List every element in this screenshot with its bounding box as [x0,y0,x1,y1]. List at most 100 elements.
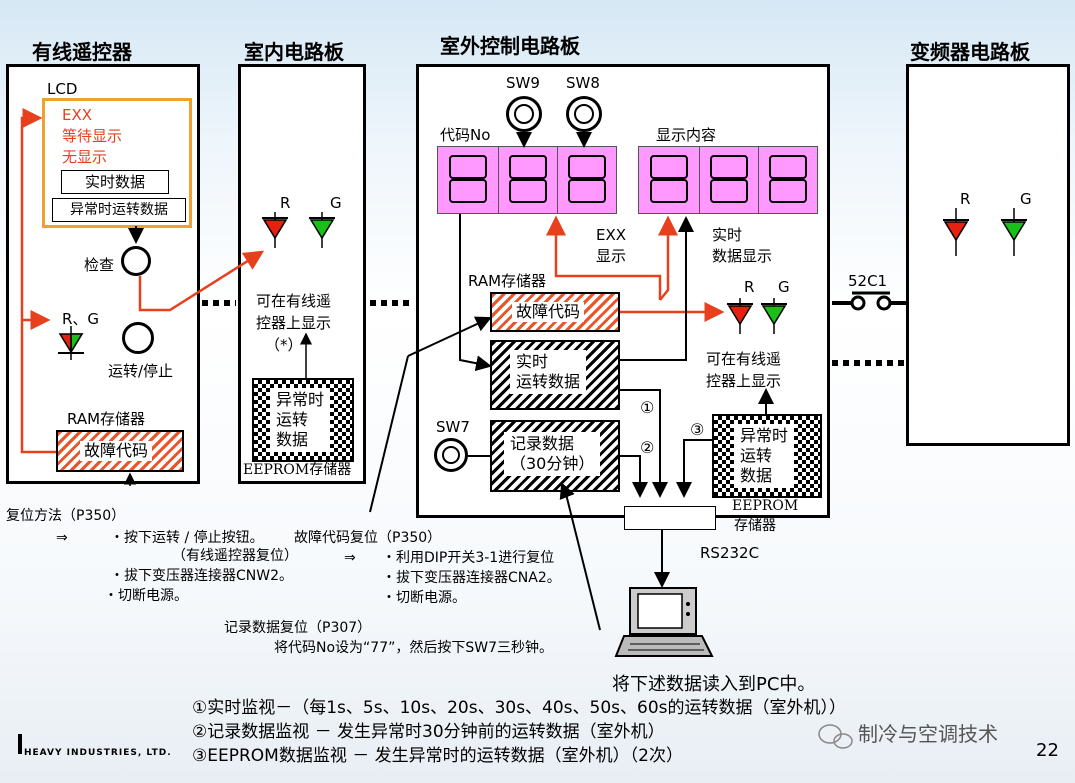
sw8-dial[interactable] [566,96,602,132]
lcd-line-wait: 等待显示 [62,127,123,145]
fault-reset-arrow: ⇒ [344,550,356,566]
indoor-led-g-label: G [330,194,342,212]
reset-line-4: ・切断电源。 [104,588,188,604]
record-store-line-2: （30分钟） [510,454,595,473]
footer-item-2: ②记录数据监视 － 发生异常时30分钟前的运转数据（室外机） [192,722,665,742]
outdoor-fault-code-store: 故障代码 [490,292,620,332]
record-store-line-1: 记录数据 [510,434,575,453]
realtime-store-line-1: 实时 [516,352,549,371]
indoor-eeprom-store: 异常时 运转 数据 [252,378,354,462]
exx-display-label-2: 显示 [596,247,627,265]
check-button[interactable] [121,246,151,276]
footer-item-1: ①实时监视－（每1s、5s、10s、20s、30s、40s、50s、60s的运转… [192,698,847,718]
indoor-abnormal-line-1: 异常时 [276,390,325,409]
pc-read-note: 将下述数据读入到PC中。 [612,674,816,695]
reset-line-2: （有线遥控器复位） [172,548,298,564]
inverter-panel [906,64,1070,446]
run-stop-button[interactable] [122,322,154,354]
indoor-led-r-label: R [280,194,291,212]
flow-num-3: ③ [690,420,705,439]
relay-52c1 [832,291,906,311]
indoor-display-note-1: 可在有线遥 [256,292,332,310]
code-no-label: 代码No [440,126,491,144]
footer-item-3: ③EEPROM数据监视 － 发生异常时的运转数据（室外机）（2次） [192,746,683,766]
record-data-store: 记录数据 （30分钟） [490,420,620,492]
sw7-label: SW7 [436,418,470,436]
reset-arrow: ⇒ [56,530,68,546]
title-remote: 有线遥控器 [32,40,132,64]
rs232c-label: RS232C [700,544,760,562]
fault-reset-line-2: ・拔下变压器连接器CNA2。 [382,570,561,586]
title-indoor: 室内电路板 [244,40,344,64]
fault-reset-title: 故障代码复位（P350） [294,530,442,546]
remote-fault-code-store: 故障代码 [56,430,184,472]
exx-display-label-1: EXX [596,226,627,244]
title-outdoor: 室外控制电路板 [440,34,580,58]
relay-52c1-label: 52C1 [848,272,888,290]
outdoor-led-r [727,298,753,334]
outdoor-abnormal-line-2: 运转 [740,446,773,465]
indoor-abnormal-line-3: 数据 [276,430,309,449]
sw8-label: SW8 [566,74,600,92]
outdoor-eeprom-store: 异常时 运转 数据 [712,414,822,498]
flow-num-1: ① [640,398,655,417]
outdoor-eeprom-label-1: EEPROM [732,498,799,514]
indoor-led-g [309,212,335,248]
reset-method-title: 复位方法（P350） [6,508,126,524]
fault-reset-line-1: ・利用DIP开关3-1进行复位 [382,550,555,566]
reset-line-3: ・拔下变压器连接器CNW2。 [110,568,293,584]
wechat-icon [818,724,853,749]
segment-glyphs [449,155,807,203]
brand-text: HEAVY INDUSTRIES, LTD. [24,748,172,758]
flow-num-2: ② [640,438,655,457]
record-reset-line: 将代码No设为“77”，然后按下SW7三秒钟。 [274,640,553,656]
rg-label: R、G [62,310,100,328]
indoor-led-r [262,212,288,248]
remote-ram-label: RAM存储器 [67,410,146,428]
link-outdoor-inverter [832,360,904,366]
outdoor-display-note-2: 控器上显示 [706,372,782,390]
outdoor-abnormal-line-3: 数据 [740,466,773,485]
link-remote-indoor [202,300,236,306]
link-indoor-outdoor [370,300,414,306]
remote-fault-code-label: 故障代码 [80,441,153,461]
outdoor-led-g-label: G [778,278,790,296]
page-number: 22 [1036,740,1059,761]
fault-reset-line-3: ・切断电源。 [382,590,466,606]
sw9-dial[interactable] [506,96,542,132]
outdoor-abnormal-line-1: 异常时 [740,426,789,445]
inverter-led-g-label: G [1020,190,1032,208]
inverter-led-g [1001,208,1027,256]
laptop-icon [614,587,714,657]
outdoor-ram-label: RAM存储器 [468,272,547,290]
realtime-store-line-2: 运转数据 [516,372,581,391]
rs232c-connector [624,506,716,530]
reset-line-1: ・按下运转 / 停止按钮。 [110,530,264,546]
realtime-display-label-2: 数据显示 [712,247,773,265]
indoor-eeprom-label: EEPROM存储器 [243,462,352,478]
brand-logo-bar [18,734,22,754]
outdoor-eeprom-label-2: 存储器 [734,518,776,534]
lcd-abnormal-box: 异常时运转数据 [52,198,186,222]
check-label: 检查 [84,256,115,274]
indoor-abnormal-line-2: 运转 [276,410,309,429]
lcd-label: LCD [47,80,78,98]
inverter-led-r [943,208,969,256]
lcd-line-exx: EXX [62,106,93,124]
watermark-text: 制冷与空调技术 [858,722,998,746]
record-reset-title: 记录数据复位（P307） [224,620,372,636]
lcd-line-none: 无显示 [62,148,108,166]
indoor-display-note-3: （*） [265,336,303,354]
inverter-led-r-label: R [960,190,971,208]
sw7-dial[interactable] [434,438,468,472]
realtime-data-store: 实时 运转数据 [490,340,620,410]
outdoor-display-note-1: 可在有线遥 [706,350,782,368]
sw9-label: SW9 [506,74,540,92]
indoor-display-note-2: 控器上显示 [256,314,332,332]
realtime-display-label-1: 实时 [712,226,743,244]
display-content-label: 显示内容 [656,126,717,144]
lcd-realtime-box: 实时数据 [61,170,169,194]
remote-rg-led [58,326,84,360]
outdoor-led-g [761,298,787,334]
